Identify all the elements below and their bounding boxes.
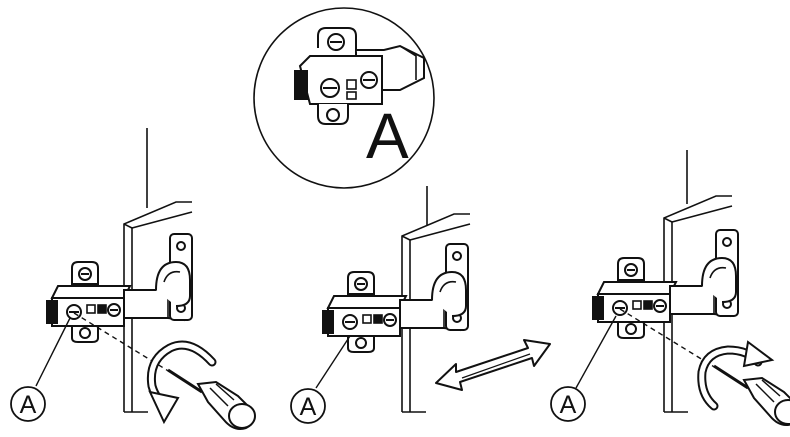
panel-3-screw-axis [619,308,717,369]
panel-3-label-a: A [560,391,577,419]
callout-hinge-closeup [294,27,425,125]
callout-label-a: A [366,100,409,172]
panel-3-hinge [591,229,739,339]
panel-1-label-circle [10,386,46,422]
panel-2-depth-adjust: A [290,186,551,424]
panel-3-screwdriver-icon [712,364,790,427]
panel-3-label-circle [550,386,586,422]
detail-callout: A [253,7,435,189]
panel-1-screwdriver-icon [166,368,257,431]
panel-3-clockwise: A [550,150,790,427]
double-arrow-icon [435,339,551,391]
panel-2-hinge [321,243,469,353]
panel-1-hinge [45,233,193,343]
panel-2-leader-line [315,335,351,389]
panel-2-label-a: A [300,393,317,421]
rotate-counterclockwise-icon [146,340,217,425]
rotate-clockwise-icon [697,340,775,411]
panel-2-label-circle [290,388,326,424]
panel-1-label-a: A [20,391,37,419]
panel-1-counterclockwise: A [10,128,257,431]
panel-3-leader-line [575,315,617,389]
panel-1-leader-line [35,317,71,387]
